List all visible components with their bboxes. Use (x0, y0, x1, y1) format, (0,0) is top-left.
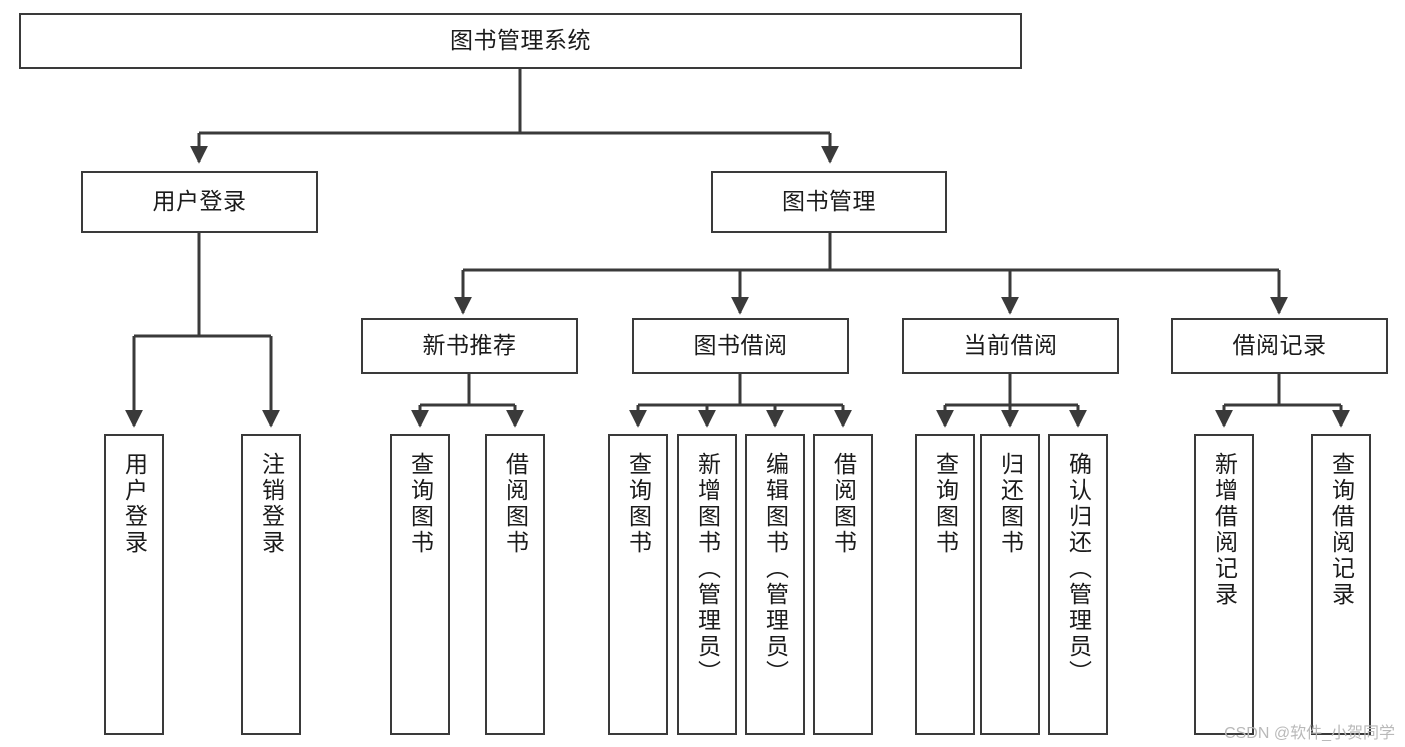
node-leaf-return-book[interactable]: 归还图书 (980, 434, 1040, 735)
node-borrow-record[interactable]: 借阅记录 (1171, 318, 1388, 374)
node-leaf-borrow-book-2[interactable]: 借阅图书 (813, 434, 873, 735)
node-leaf-logout[interactable]: 注销登录 (241, 434, 301, 735)
node-new-book-recommend[interactable]: 新书推荐 (361, 318, 578, 374)
node-borrow-record-label: 借阅记录 (1232, 332, 1327, 359)
node-book-borrow[interactable]: 图书借阅 (632, 318, 849, 374)
node-current-borrow[interactable]: 当前借阅 (902, 318, 1119, 374)
csdn-watermark: CSDN @软件_小贺同学 (1224, 725, 1395, 742)
node-leaf-add-record-label: 新增借阅记录 (1211, 452, 1238, 608)
node-leaf-user-login-label: 用户登录 (121, 452, 148, 556)
node-leaf-query-book-1[interactable]: 查询图书 (390, 434, 450, 735)
node-user-login[interactable]: 用户登录 (81, 171, 318, 233)
node-leaf-query-book-2-label: 查询图书 (625, 452, 652, 556)
node-leaf-query-book-3[interactable]: 查询图书 (915, 434, 975, 735)
node-leaf-query-book-1-label: 查询图书 (407, 452, 434, 556)
node-leaf-add-record[interactable]: 新增借阅记录 (1194, 434, 1254, 735)
node-leaf-query-book-3-label: 查询图书 (932, 452, 959, 556)
node-leaf-edit-book[interactable]: 编辑图书（管理员） (745, 434, 805, 735)
node-leaf-query-record[interactable]: 查询借阅记录 (1311, 434, 1371, 735)
node-leaf-add-book[interactable]: 新增图书（管理员） (677, 434, 737, 735)
node-user-login-label: 用户登录 (152, 188, 247, 215)
node-leaf-user-login[interactable]: 用户登录 (104, 434, 164, 735)
node-book-manage-label: 图书管理 (782, 188, 876, 215)
node-leaf-borrow-book-2-label: 借阅图书 (830, 452, 857, 556)
node-leaf-return-book-label: 归还图书 (997, 452, 1024, 556)
node-leaf-query-book-2[interactable]: 查询图书 (608, 434, 668, 735)
node-book-borrow-label: 图书借阅 (693, 332, 788, 359)
node-leaf-confirm-return[interactable]: 确认归还（管理员） (1048, 434, 1108, 735)
node-current-borrow-label: 当前借阅 (963, 332, 1058, 359)
node-leaf-edit-book-label: 编辑图书（管理员） (762, 452, 789, 686)
node-root-label: 图书管理系统 (450, 27, 591, 54)
node-leaf-borrow-book-1-label: 借阅图书 (502, 452, 529, 556)
node-book-manage[interactable]: 图书管理 (711, 171, 947, 233)
node-new-book-recommend-label: 新书推荐 (422, 332, 517, 359)
node-root[interactable]: 图书管理系统 (19, 13, 1022, 69)
node-leaf-add-book-label: 新增图书（管理员） (694, 452, 721, 686)
node-leaf-logout-label: 注销登录 (258, 452, 285, 556)
node-leaf-borrow-book-1[interactable]: 借阅图书 (485, 434, 545, 735)
node-leaf-query-record-label: 查询借阅记录 (1328, 452, 1355, 608)
node-leaf-confirm-return-label: 确认归还（管理员） (1065, 452, 1092, 686)
